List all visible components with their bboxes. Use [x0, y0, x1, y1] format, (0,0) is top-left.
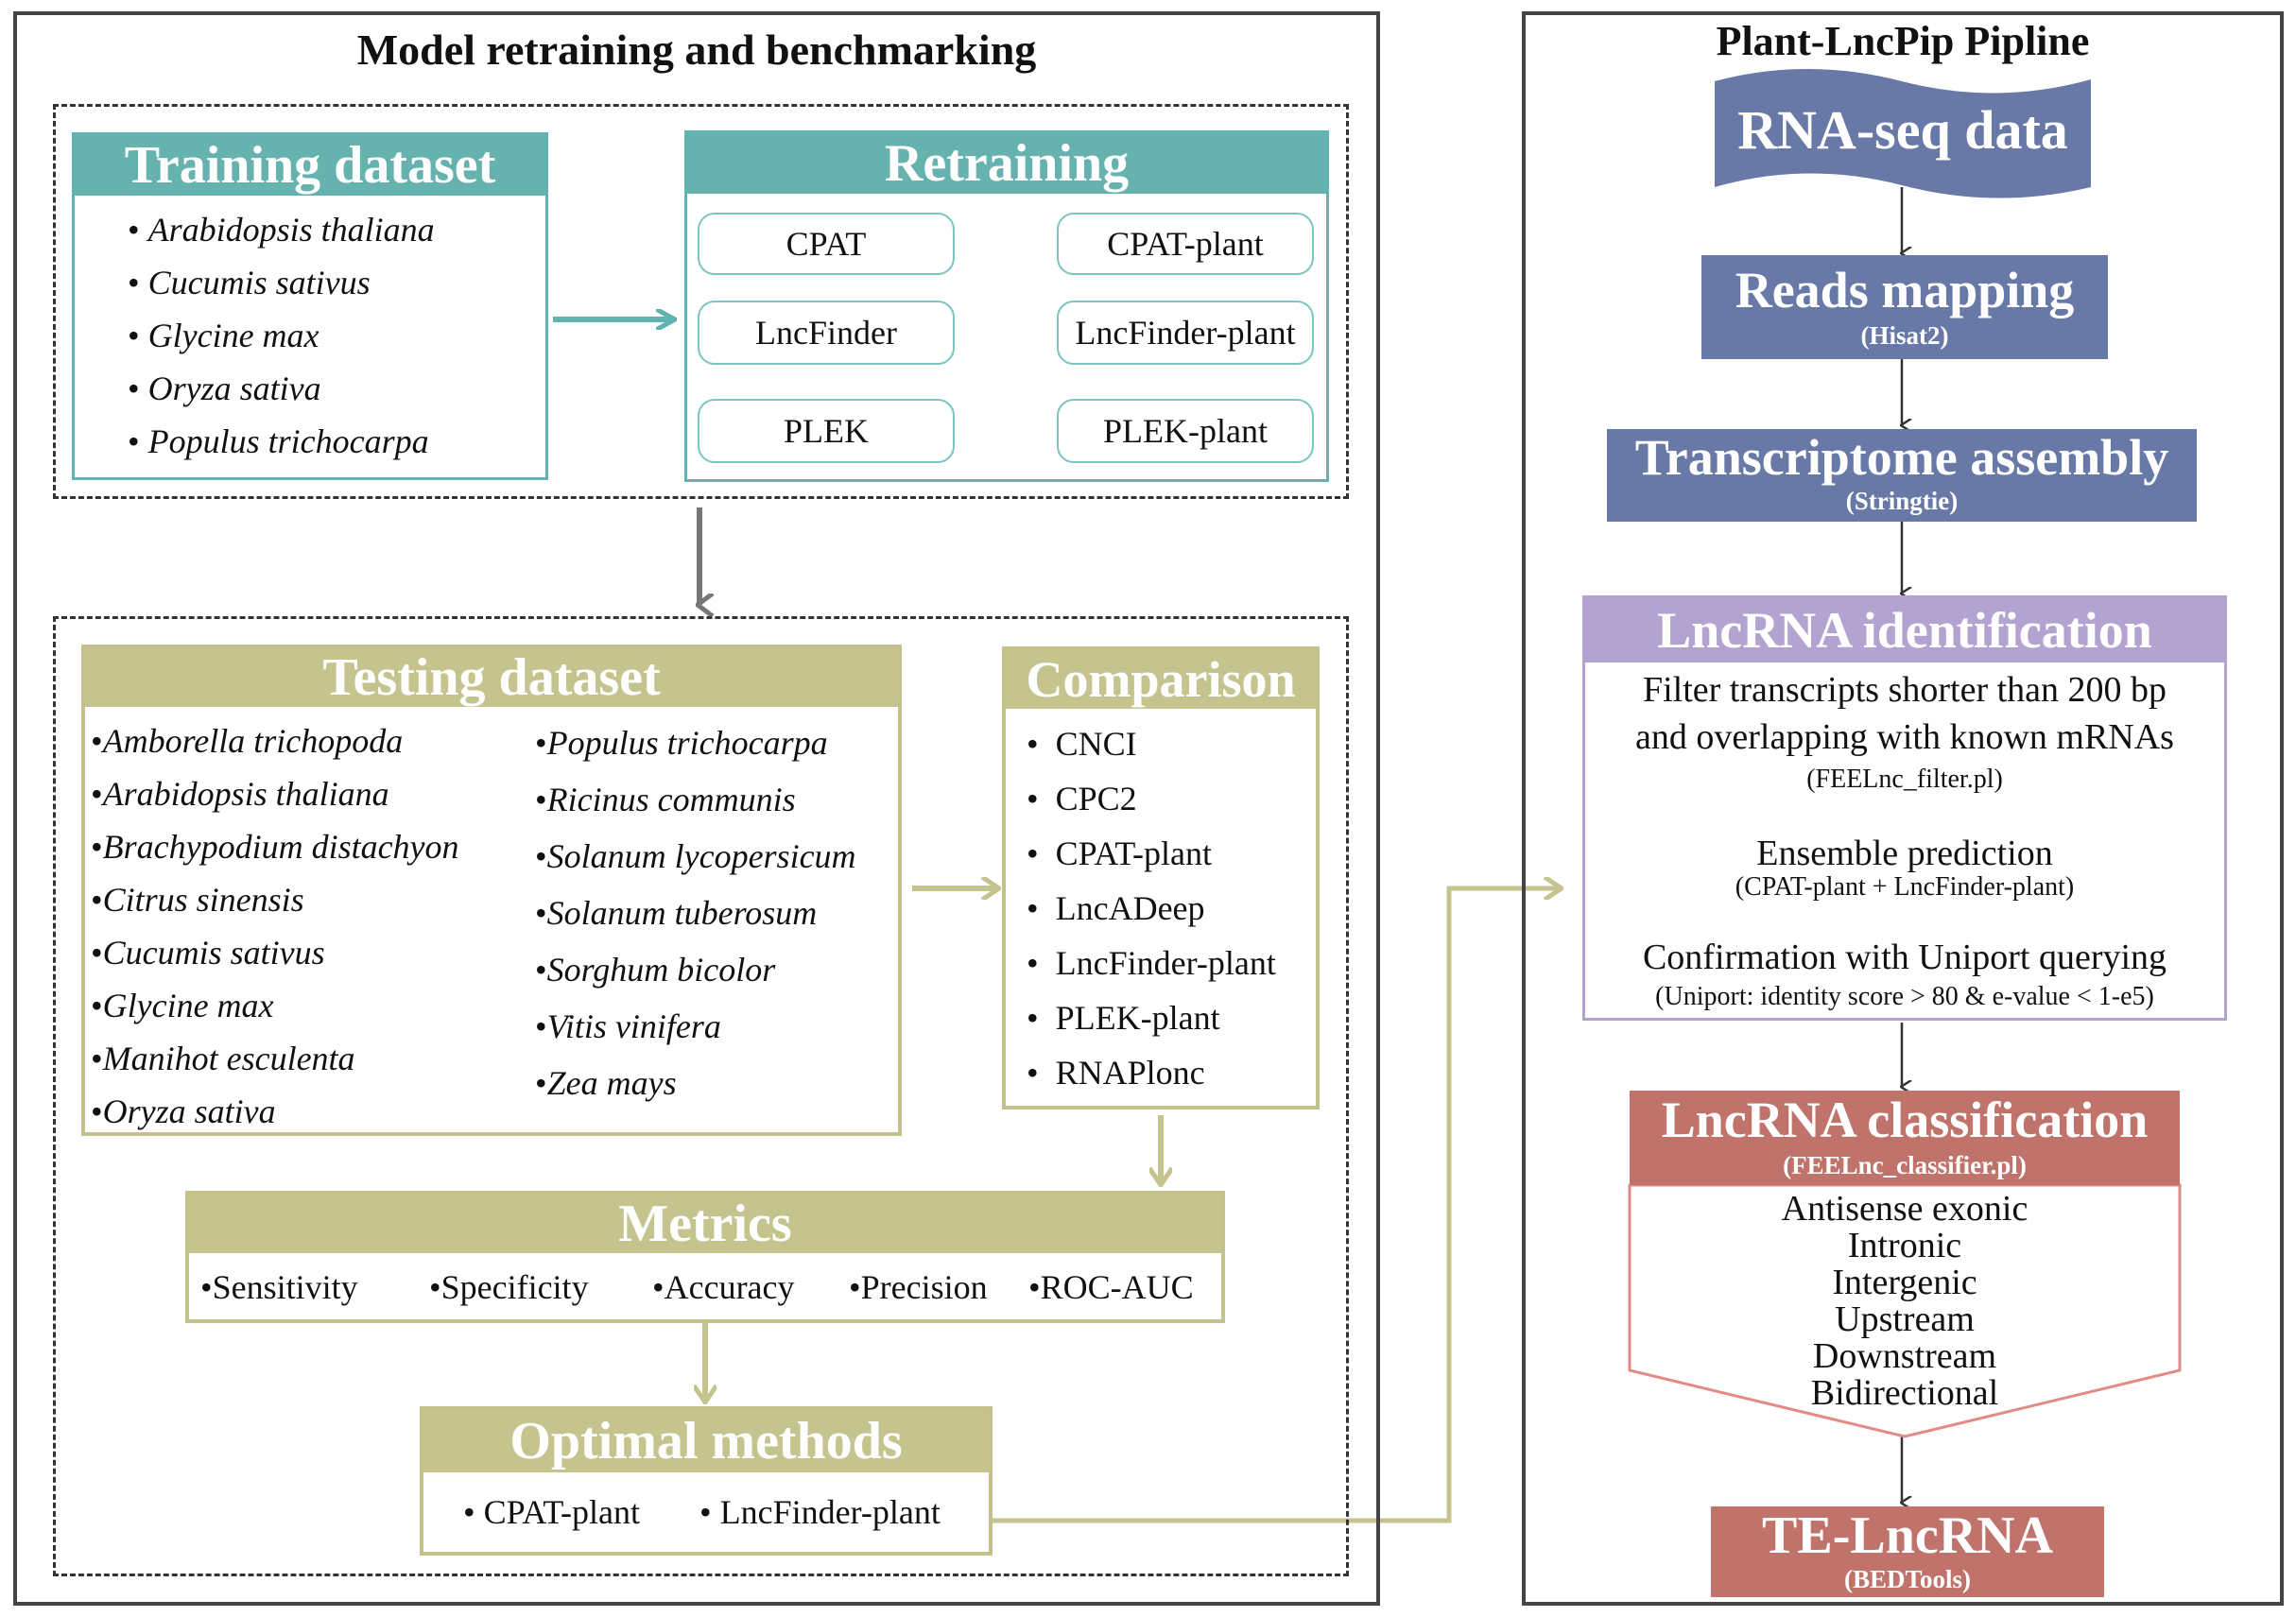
list-item: • Arabidopsis thaliana — [128, 211, 435, 249]
ensemble-prediction: Ensemble prediction — [1756, 834, 2053, 873]
list-item: • PLEK-plant — [1027, 999, 1220, 1037]
list-item: •Zea mays — [535, 1064, 677, 1102]
classification-shape — [1628, 1183, 2182, 1438]
list-item: •Cucumis sativus — [91, 934, 325, 972]
list-item: • RNAPlonc — [1027, 1054, 1205, 1092]
metrics-box: Metrics — [185, 1191, 1225, 1323]
te-lncrna-box: TE-LncRNA (BEDTools) — [1711, 1506, 2104, 1597]
comparison-header: Comparison — [1006, 650, 1316, 709]
list-item: Upstream — [1835, 1299, 1975, 1339]
list-item: Antisense exonic — [1781, 1189, 2028, 1229]
list-item: • CNCI — [1027, 725, 1137, 763]
metrics-header: Metrics — [189, 1195, 1221, 1253]
list-item: •Arabidopsis thaliana — [91, 775, 389, 813]
lncrna-classification-header: LncRNA classification — [1661, 1092, 2149, 1148]
list-item: •Manihot esculenta — [91, 1040, 355, 1077]
lncrna-identification-header: LncRNA identification — [1585, 598, 2224, 662]
left-panel-title: Model retraining and benchmarking — [356, 26, 1037, 74]
list-item: •Solanum lycopersicum — [535, 837, 856, 875]
list-item: •Citrus sinensis — [91, 881, 304, 919]
transcriptome-assembly-box: Transcriptome assembly (Stringtie) — [1607, 429, 2197, 522]
lncrna-identification-box: LncRNA identification — [1582, 595, 2227, 1021]
list-item: • Cucumis sativus — [128, 264, 371, 301]
lncfinder-pill: LncFinder — [698, 301, 955, 365]
transcriptome-assembly-title: Transcriptome assembly — [1634, 429, 2169, 486]
rnaseq-banner — [1715, 69, 2091, 198]
list-item: •Oryza sativa — [91, 1092, 276, 1130]
list-item: •Populus trichocarpa — [535, 724, 828, 762]
arrow-optimal-identification — [993, 888, 1560, 1523]
top-section — [53, 104, 1349, 499]
rnaseq-label: RNA-seq data — [1737, 99, 2068, 161]
lncrna-classification-header-box: LncRNA classification (FEELnc_classifier… — [1630, 1091, 2180, 1185]
te-lncrna-tool: (BEDTools) — [1843, 1565, 1972, 1593]
list-item: •Vitis vinifera — [535, 1007, 721, 1045]
confirmation-detail: (Uniport: identity score > 80 & e-value … — [1655, 982, 2154, 1011]
te-lncrna-title: TE-LncRNA — [1761, 1506, 2054, 1565]
list-item: •Ricinus communis — [535, 781, 796, 818]
testing-dataset-header: Testing dataset — [85, 648, 898, 707]
ensemble-tools: (CPAT-plant + LncFinder-plant) — [1735, 872, 2075, 902]
right-panel — [1522, 11, 2284, 1606]
list-item: • CPC2 — [1027, 780, 1137, 817]
metric-roc-auc: •ROC-AUC — [1028, 1268, 1194, 1306]
cpat-pill: CPAT — [698, 213, 955, 275]
plek-pill: PLEK — [698, 399, 955, 463]
list-item: Downstream — [1812, 1336, 1997, 1376]
list-item: • Oryza sativa — [128, 370, 321, 407]
list-item: Intergenic — [1832, 1263, 1977, 1302]
list-item: • Populus trichocarpa — [128, 422, 429, 460]
lncfinder-plant-pill: LncFinder-plant — [1057, 301, 1314, 365]
testing-species-col1: •Amborella trichopoda •Arabidopsis thali… — [91, 714, 459, 1138]
list-item: • LncFinder-plant — [1027, 944, 1276, 982]
filter-line-1: Filter transcripts shorter than 200 bp — [1642, 670, 2167, 710]
list-item: • LncADeep — [1027, 889, 1205, 927]
reads-mapping-title: Reads mapping — [1735, 262, 2075, 318]
optimal-lncfinder-plant: • LncFinder-plant — [699, 1493, 941, 1531]
reads-mapping-box: Reads mapping (Hisat2) — [1701, 255, 2108, 359]
right-panel-title: Plant-LncPip Pipline — [1716, 18, 2090, 64]
filter-line-2: and overlapping with known mRNAs — [1635, 717, 2174, 757]
testing-dataset-box: Testing dataset •Amborella trichopoda •A… — [81, 645, 902, 1136]
metric-precision: •Precision — [849, 1268, 988, 1306]
list-item: •Solanum tuberosum — [535, 894, 818, 932]
list-item: •Sorghum bicolor — [535, 951, 776, 989]
transcriptome-assembly-tool: (Stringtie) — [1845, 487, 1959, 515]
list-item: Intronic — [1847, 1226, 1962, 1265]
retraining-header: Retraining — [687, 133, 1326, 194]
optimal-methods-box: Optimal methods — [420, 1406, 993, 1556]
list-item: •Glycine max — [91, 987, 274, 1024]
classification-list: Antisense exonic Intronic Intergenic Ups… — [1630, 1191, 2180, 1412]
list-item: • Glycine max — [128, 317, 319, 354]
comparison-tools-list: • CNCI • CPC2 • CPAT-plant • LncADeep • … — [1006, 716, 1316, 1100]
metric-specificity: •Specificity — [429, 1268, 589, 1306]
plek-plant-pill: PLEK-plant — [1057, 399, 1314, 463]
confirmation-text: Confirmation with Uniport querying — [1642, 938, 2167, 977]
training-species-list: • Arabidopsis thaliana • Cucumis sativus… — [75, 203, 545, 468]
reads-mapping-tool: (Hisat2) — [1860, 321, 1949, 350]
training-dataset-box: Training dataset • Arabidopsis thaliana … — [72, 132, 548, 480]
training-dataset-header: Training dataset — [75, 135, 545, 196]
cpat-plant-pill: CPAT-plant — [1057, 213, 1314, 275]
bottom-section — [53, 616, 1349, 1576]
lncrna-classification-tool: (FEELnc_classifier.pl) — [1783, 1151, 2027, 1179]
filter-tool: (FEELnc_filter.pl) — [1806, 765, 2003, 794]
comparison-box: Comparison • CNCI • CPC2 • CPAT-plant • … — [1002, 646, 1320, 1110]
list-item: •Brachypodium distachyon — [91, 828, 459, 866]
list-item: •Amborella trichopoda — [91, 722, 404, 760]
list-item: Bidirectional — [1810, 1373, 1999, 1413]
left-panel — [13, 11, 1380, 1606]
metric-accuracy: •Accuracy — [652, 1268, 795, 1306]
optimal-methods-header: Optimal methods — [423, 1410, 989, 1472]
testing-species-col2: •Populus trichocarpa •Ricinus communis •… — [535, 714, 856, 1111]
metric-sensitivity: •Sensitivity — [200, 1268, 358, 1306]
list-item: • CPAT-plant — [1027, 834, 1213, 872]
optimal-cpat-plant: • CPAT-plant — [463, 1493, 641, 1531]
